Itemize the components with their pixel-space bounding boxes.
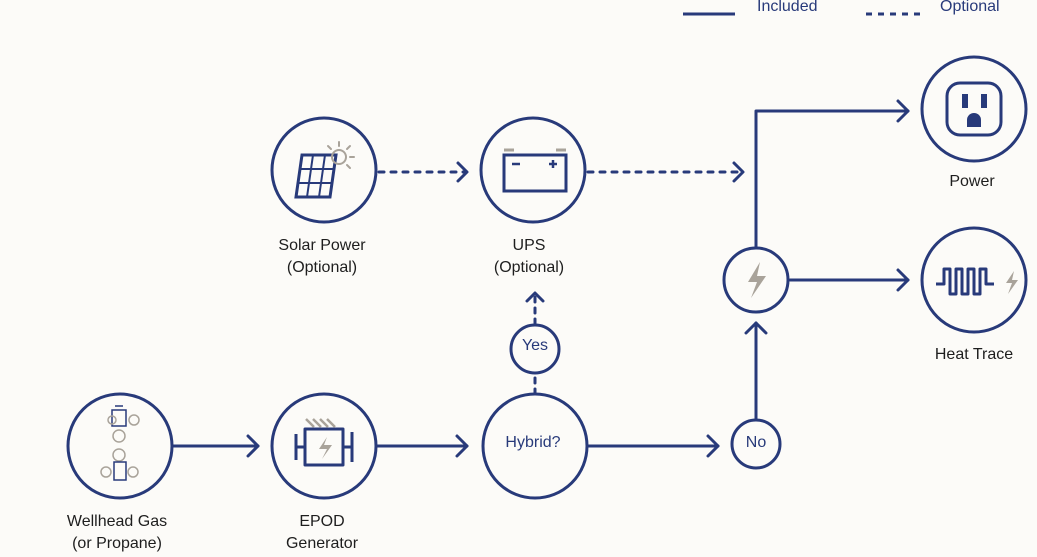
- wellhead-caption: Wellhead Gas (or Propane): [67, 511, 167, 555]
- heat-trace-node: [920, 226, 1028, 334]
- arrowhead-ups: [456, 161, 469, 183]
- arrowhead-power: [896, 99, 910, 123]
- electrical-outlet-icon: [945, 81, 1003, 137]
- heat-trace-caption-line1: Heat Trace: [934, 346, 1014, 363]
- no-node: [730, 418, 782, 470]
- heat-trace-caption: Heat Trace: [935, 344, 1013, 366]
- junction-node: [722, 246, 790, 314]
- solar-node: [270, 116, 378, 224]
- solar-caption-line2: (Optional): [286, 259, 358, 276]
- power-node: [920, 55, 1028, 163]
- ups-caption-line2: (Optional): [493, 259, 565, 276]
- hybrid-label: Hybrid?: [505, 434, 561, 451]
- ups-caption: UPS (Optional): [494, 235, 564, 279]
- power-caption: Power: [949, 171, 994, 193]
- solar-caption: Solar Power (Optional): [278, 235, 365, 279]
- yes-node: [509, 323, 561, 375]
- hybrid-node: [481, 392, 589, 500]
- epod-caption-line2: Generator: [285, 535, 359, 552]
- ups-node: [479, 116, 587, 224]
- arrowhead-epod: [246, 434, 260, 458]
- legend-optional-label: Optional: [940, 0, 1000, 15]
- wellhead-caption-line2: (or Propane): [72, 535, 162, 552]
- arrowhead-no: [706, 434, 720, 458]
- arrowhead-junction: [744, 321, 768, 335]
- heating-coil-icon: [936, 267, 1018, 296]
- arrowhead-ups-out: [732, 161, 745, 183]
- lightning-bolt-icon: [748, 262, 766, 298]
- legend-included-label: Included: [757, 0, 818, 15]
- epod-caption: EPOD Generator: [286, 511, 358, 555]
- epod-caption-line1: EPOD: [299, 513, 345, 530]
- ups-caption-line1: UPS: [512, 237, 546, 254]
- arrowhead-heat-trace: [896, 268, 910, 292]
- connector-junction-power: [754, 109, 910, 249]
- wellhead-caption-line1: Wellhead Gas: [66, 513, 168, 530]
- wellhead-node: [66, 392, 174, 500]
- wellhead-valve-icon: [100, 405, 140, 481]
- arrowhead-hybrid: [455, 434, 469, 458]
- solar-caption-line1: Solar Power: [278, 237, 366, 254]
- battery-icon: [502, 148, 568, 193]
- generator-engine-icon: [294, 418, 354, 467]
- solar-panel-icon: [294, 141, 355, 199]
- no-label: No: [745, 434, 767, 451]
- power-caption-line1: Power: [949, 173, 995, 190]
- arrowhead-ups-up: [525, 291, 545, 303]
- yes-label: Yes: [521, 337, 549, 354]
- epod-node: [270, 392, 378, 500]
